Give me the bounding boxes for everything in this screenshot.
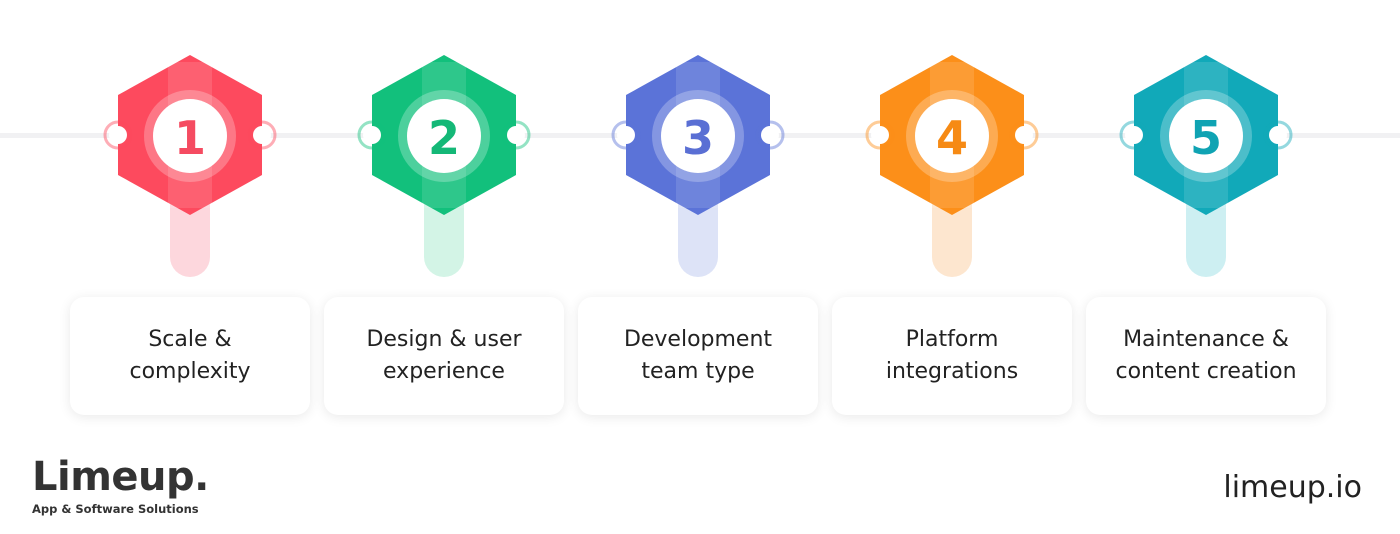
step-label-line-2: team type — [641, 359, 755, 384]
step-number: 1 — [173, 111, 206, 165]
step-label-line-2: experience — [383, 359, 505, 384]
step-label: Design & user experience — [344, 324, 544, 388]
hexagon-badge-icon — [611, 55, 785, 215]
step-label-line-2: content creation — [1115, 359, 1297, 384]
step-card: Scale & complexity — [70, 297, 310, 415]
logo-wordmark: Limeup. — [32, 454, 209, 500]
step-label-line-1: Maintenance & — [1123, 327, 1289, 352]
step-label-line-1: Platform — [905, 327, 999, 352]
step-number: 5 — [1189, 111, 1222, 165]
step-label-line-2: integrations — [885, 359, 1019, 384]
step-card: Design & user experience — [324, 297, 564, 415]
limeup-logo: Limeup. App & Software Solutions — [32, 452, 209, 516]
logo-tagline: App & Software Solutions — [32, 502, 199, 516]
step-card: Development team type — [578, 297, 818, 415]
step-card: Platform integrations — [832, 297, 1072, 415]
step-label: Maintenance & content creation — [1106, 324, 1306, 388]
hexagon-badge-icon — [103, 55, 277, 215]
step-5: 5 Maintenance & content creation — [1086, 0, 1326, 420]
hexagon-badge-icon — [865, 55, 1039, 215]
step-number: 3 — [681, 111, 714, 165]
step-2: 2 Design & user experience — [324, 0, 564, 420]
step-label: Scale & complexity — [90, 324, 290, 388]
step-card: Maintenance & content creation — [1086, 297, 1326, 415]
step-1: 1 Scale & complexity — [70, 0, 310, 420]
hexagon-badge-icon — [357, 55, 531, 215]
step-4: 4 Platform integrations — [832, 0, 1072, 420]
step-number: 2 — [427, 111, 460, 165]
site-url: limeup.io — [1223, 470, 1362, 505]
hexagon-badge-icon — [1119, 55, 1293, 215]
step-3: 3 Development team type — [578, 0, 818, 420]
step-number: 4 — [935, 111, 968, 165]
step-label: Platform integrations — [852, 324, 1052, 388]
step-label-line-1: Development — [623, 327, 773, 352]
step-label-line-2: complexity — [129, 359, 251, 384]
step-label-line-1: Design & user — [366, 327, 522, 352]
step-label: Development team type — [598, 324, 798, 388]
step-label-line-1: Scale & — [148, 327, 232, 352]
